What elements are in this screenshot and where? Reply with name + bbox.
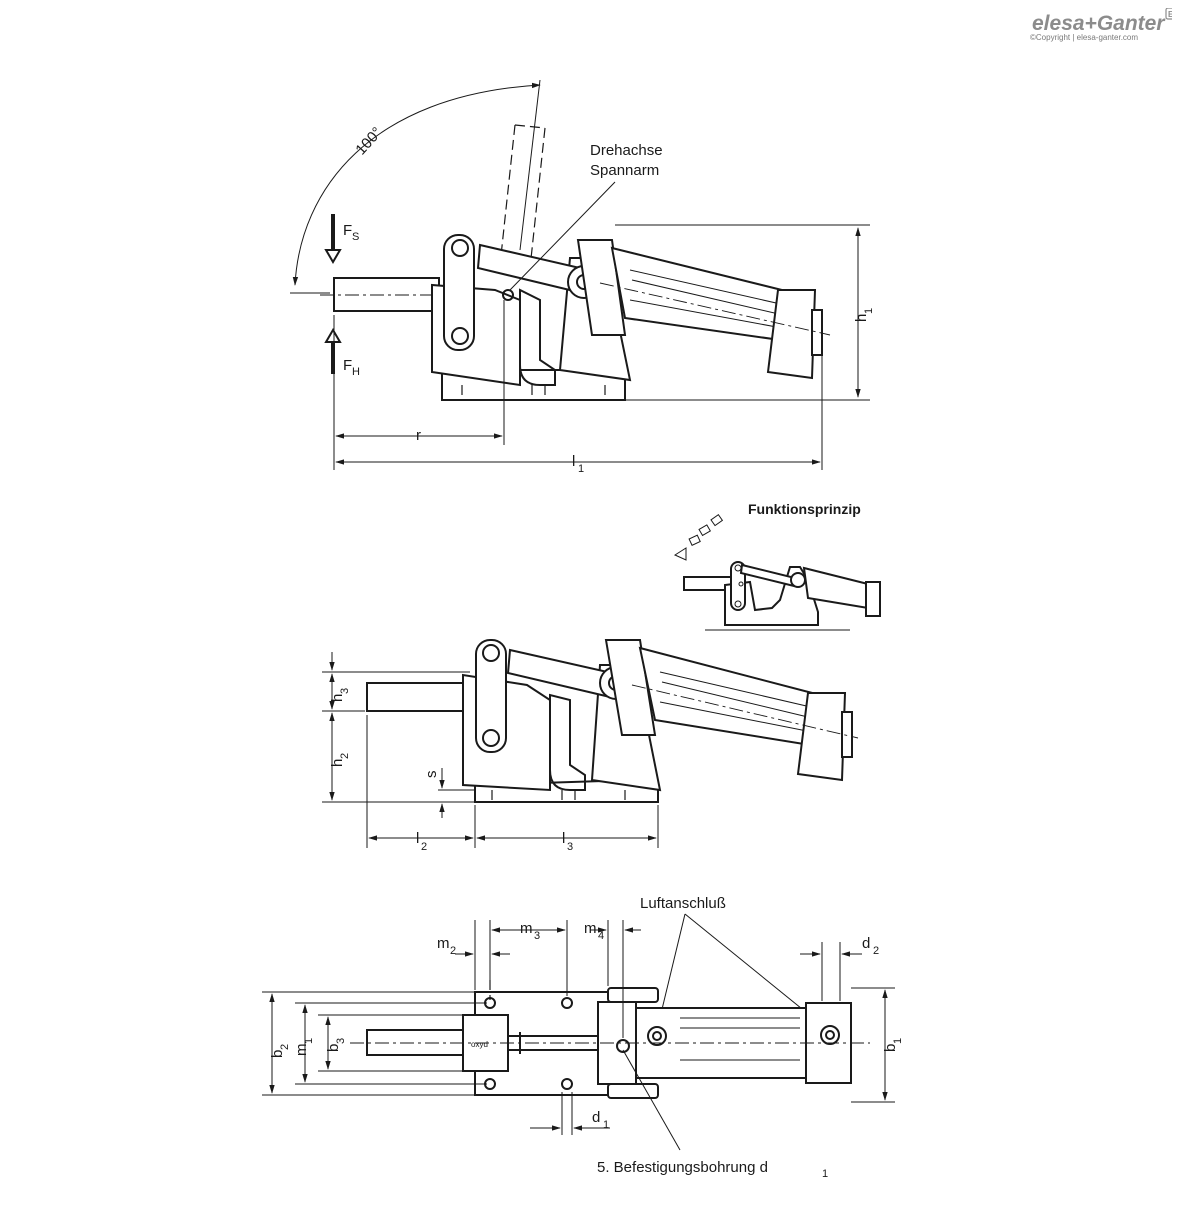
- svg-text:b: b: [269, 1050, 286, 1058]
- svg-text:H: H: [352, 366, 360, 378]
- svg-text:1: 1: [822, 1168, 828, 1180]
- pivot-pin-top: [451, 239, 469, 257]
- svg-text:b: b: [882, 1044, 899, 1052]
- svg-text:h: h: [329, 759, 346, 767]
- top-spindle: [366, 1029, 468, 1056]
- pivot-leader: [509, 181, 616, 291]
- pneumatic-cylinder: [576, 239, 831, 380]
- svg-text:1: 1: [892, 1038, 904, 1044]
- pivot-pin-bottom: [451, 327, 469, 345]
- pivot-label-line2: Spannarm: [590, 162, 659, 179]
- side-view-open: 100°: [290, 79, 875, 475]
- svg-text:2: 2: [450, 945, 456, 957]
- svg-text:l: l: [572, 453, 575, 470]
- closed-spindle: [366, 682, 471, 712]
- svg-text:elesa+Ganter: elesa+Ganter: [1032, 12, 1166, 35]
- svg-text:2: 2: [873, 945, 879, 957]
- svg-text:r: r: [416, 427, 421, 444]
- svg-text:1: 1: [603, 1119, 609, 1131]
- air-port-2: [820, 1025, 840, 1045]
- svg-text:d: d: [862, 935, 870, 952]
- svg-text:2: 2: [421, 841, 427, 853]
- air-connection-label: Luftanschluß: [640, 895, 726, 912]
- swing-arc: [292, 82, 541, 286]
- svg-text:l: l: [562, 830, 565, 847]
- svg-text:m: m: [437, 935, 450, 952]
- svg-text:1: 1: [863, 308, 875, 314]
- mount-leader: [622, 1049, 681, 1151]
- holding-force-arrow: F H: [324, 328, 360, 378]
- svg-text:3: 3: [567, 841, 573, 853]
- principle-title: Funktionsprinzip: [748, 501, 861, 517]
- function-principle: Funktionsprinzip: [673, 501, 881, 631]
- svg-text:l: l: [416, 830, 419, 847]
- svg-text:3: 3: [534, 930, 540, 942]
- air-port-1: [647, 1026, 667, 1046]
- svg-text:2: 2: [339, 753, 351, 759]
- svg-text:h: h: [853, 314, 870, 322]
- clamp-spindle: [333, 277, 440, 312]
- top-view: Luftanschluß oxyd: [262, 895, 904, 1180]
- svg-text:m: m: [520, 920, 533, 937]
- svg-text:2: 2: [279, 1044, 291, 1050]
- svg-text:m: m: [584, 920, 597, 937]
- top-bracket-flange: [607, 987, 659, 1003]
- svg-text:1: 1: [578, 463, 584, 475]
- clamp-arm: [476, 243, 582, 294]
- svg-text:h: h: [329, 694, 346, 702]
- closed-link: [475, 639, 507, 753]
- svg-text:oxyd: oxyd: [471, 1040, 488, 1049]
- toggle-link: [443, 234, 475, 351]
- svg-text:4: 4: [598, 930, 604, 942]
- motion-indicator-icon: [673, 513, 724, 561]
- svg-text:3: 3: [339, 688, 351, 694]
- arm-axis-point: [502, 289, 514, 301]
- svg-text:3: 3: [335, 1038, 347, 1044]
- svg-text:m: m: [293, 1044, 310, 1057]
- clamping-force-arrow: F S: [324, 214, 359, 264]
- svg-text:F: F: [343, 222, 352, 239]
- pivot-label-line1: Drehachse: [590, 142, 663, 159]
- guide-slot: [519, 288, 556, 386]
- svg-text:b: b: [325, 1044, 342, 1052]
- svg-text:EG: EG: [1168, 10, 1172, 19]
- side-view-closed: h 3 h 2 s l 2 l 3: [322, 639, 859, 853]
- mount-hole-label: 5. Befestigungsbohrung d: [597, 1159, 768, 1176]
- elesa-ganter-logo: elesa+Ganter EG: [1032, 8, 1172, 35]
- svg-text:F: F: [343, 357, 352, 374]
- copyright-note: ©Copyright | elesa-ganter.com: [1030, 33, 1139, 42]
- svg-text:S: S: [352, 231, 359, 243]
- svg-text:1: 1: [303, 1038, 315, 1044]
- svg-text:d: d: [592, 1109, 600, 1126]
- handle-open-dashed: [499, 124, 546, 269]
- closed-cylinder: [604, 639, 859, 782]
- arc-ref-line-open: [519, 79, 541, 251]
- angle-label: 100°: [352, 124, 385, 158]
- svg-text:s: s: [423, 771, 440, 779]
